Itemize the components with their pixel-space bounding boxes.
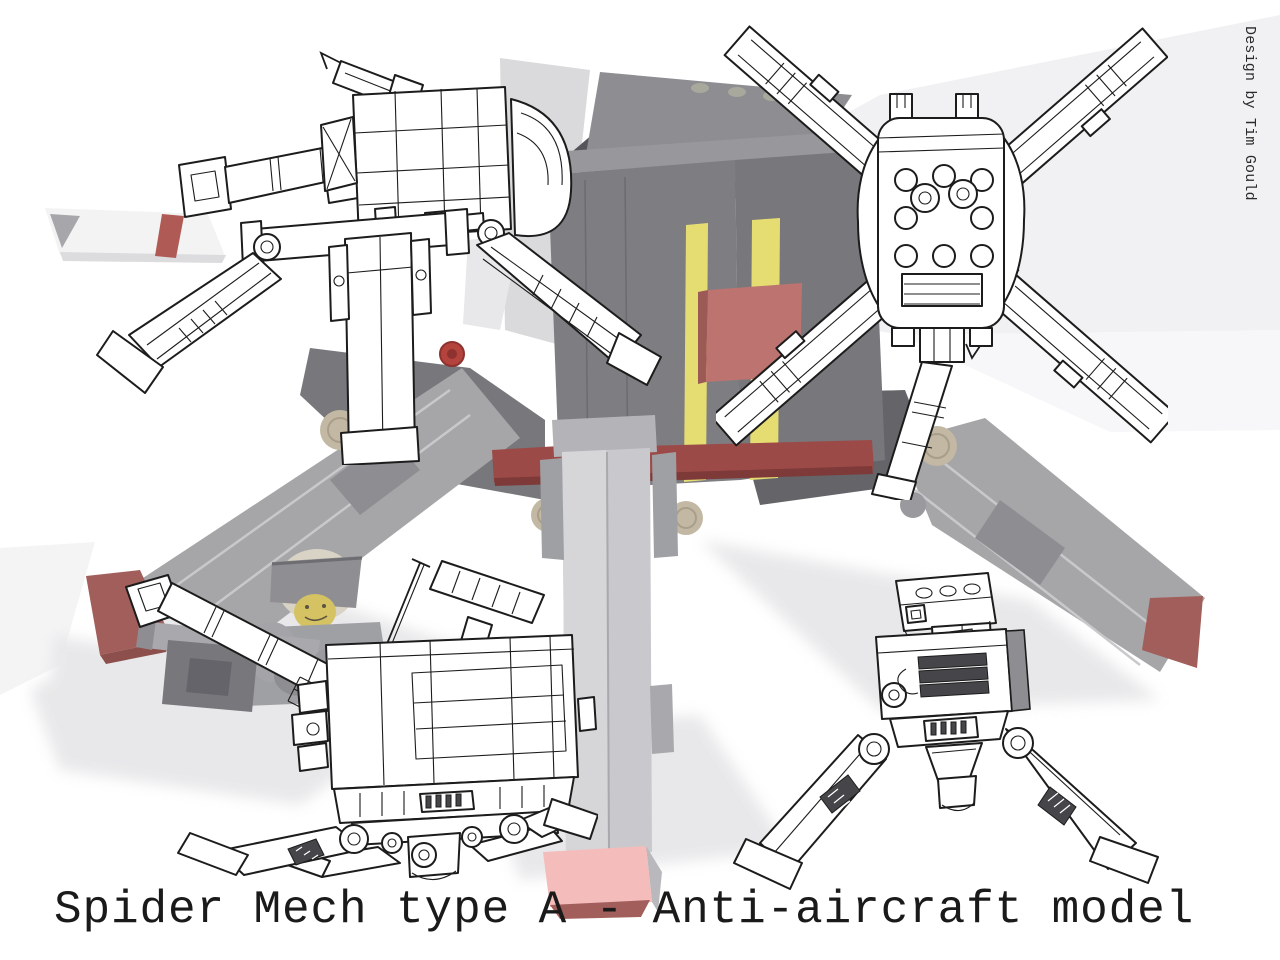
stud xyxy=(894,168,918,192)
turret-body xyxy=(352,86,512,240)
view-side-drawing xyxy=(125,558,598,881)
missile-pod xyxy=(45,208,226,263)
designer-credit: Design by Tim Gould xyxy=(1241,26,1258,201)
knee-joint xyxy=(1002,727,1034,759)
front-right-foot xyxy=(543,798,598,840)
view-perspective-drawing xyxy=(96,51,662,465)
view-front-drawing xyxy=(733,572,1159,890)
barrel-tip xyxy=(871,473,917,500)
centre-foot xyxy=(937,775,977,809)
floor-wedge xyxy=(0,542,95,695)
render-right-leg xyxy=(898,418,1205,672)
side-panel xyxy=(1005,629,1031,712)
knee-joint xyxy=(339,824,369,854)
curved-armor xyxy=(510,98,573,237)
front-left-leg xyxy=(128,252,282,368)
legs-front xyxy=(733,727,1159,890)
right-foot xyxy=(1089,836,1159,884)
poster-title: Spider Mech type A - Anti-aircraft model xyxy=(54,884,1195,936)
front-left-foot xyxy=(177,832,249,876)
v-mark xyxy=(965,343,981,360)
side-nub xyxy=(577,696,597,732)
legs xyxy=(96,208,662,394)
left-foot xyxy=(733,838,803,890)
front-right-foot xyxy=(606,332,662,386)
gun-barrel-down xyxy=(871,343,981,500)
hook-detail xyxy=(897,668,919,695)
hull-top xyxy=(856,93,1026,363)
front-left-foot xyxy=(96,330,164,394)
knee-joint xyxy=(253,233,281,261)
hull-side xyxy=(291,634,597,846)
cannon-raised xyxy=(125,574,383,734)
muzzle-brake xyxy=(178,156,232,218)
column-foot xyxy=(340,426,420,465)
render-body xyxy=(548,72,885,490)
knee-joint xyxy=(858,733,890,765)
vent-grill xyxy=(901,273,983,307)
radar-panel xyxy=(429,560,545,624)
hull-front xyxy=(875,628,1031,748)
centre-column xyxy=(328,232,432,465)
view-top-drawing xyxy=(716,25,1168,500)
legs-side xyxy=(177,798,598,881)
